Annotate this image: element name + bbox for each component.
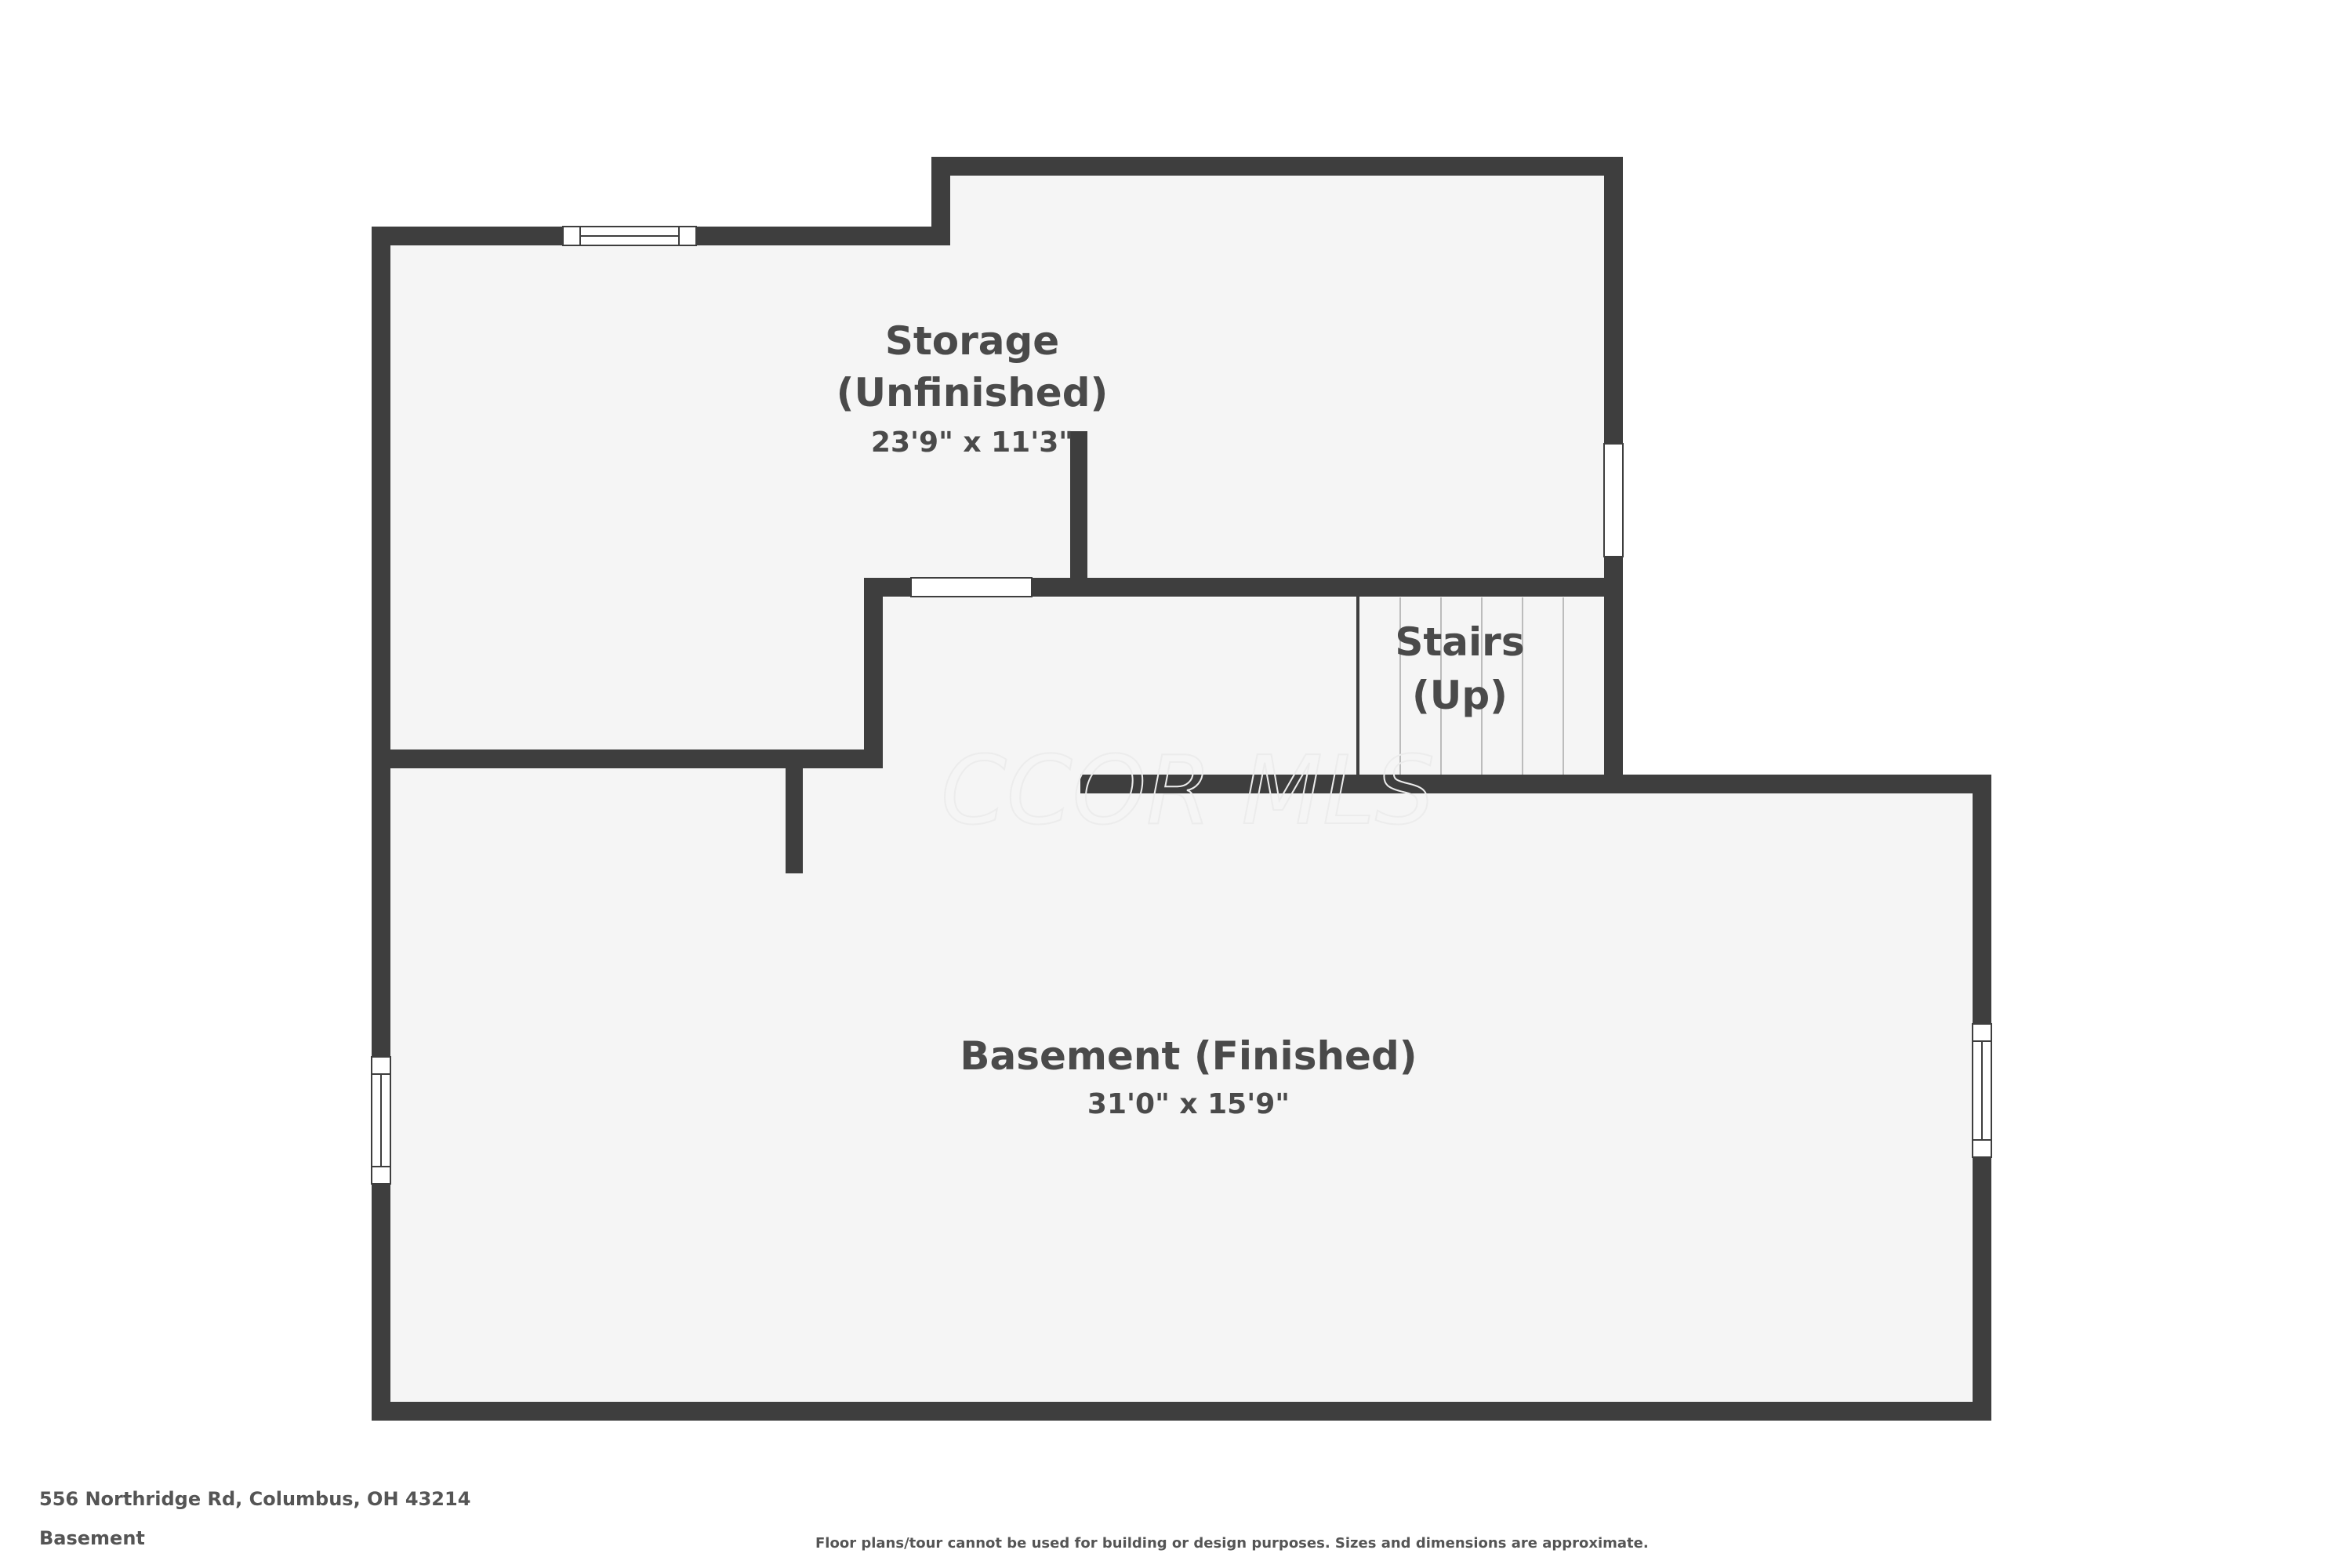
wall-basement-top bbox=[1080, 775, 1991, 793]
storage-dimensions: 23'9" x 11'3" bbox=[871, 426, 1073, 459]
wall-top-right bbox=[931, 157, 1623, 176]
wall-stub bbox=[786, 759, 803, 873]
walls bbox=[372, 157, 1991, 1421]
stairs-area-floor bbox=[883, 597, 1606, 776]
storage-floor bbox=[389, 176, 1606, 750]
basement-floor bbox=[389, 768, 1972, 1402]
wall-stairs-left bbox=[1356, 597, 1359, 776]
stairs-name-line1: Stairs bbox=[1395, 619, 1524, 665]
stair-treads bbox=[1399, 597, 1564, 775]
storage-name-line2: (Unfinished) bbox=[837, 370, 1109, 416]
storage-name-line1: Storage bbox=[885, 318, 1059, 364]
wall-storage-bottom-b bbox=[1032, 578, 1623, 597]
window-top bbox=[562, 226, 697, 246]
basement-dimensions: 31'0" x 15'9" bbox=[1087, 1088, 1290, 1120]
wall-inner-horizontal bbox=[372, 750, 883, 768]
wall-inner-vertical bbox=[864, 578, 883, 768]
basement-name: Basement (Finished) bbox=[960, 1033, 1417, 1079]
window-right-upper bbox=[1603, 443, 1624, 557]
disclaimer: Floor plans/tour cannot be used for buil… bbox=[815, 1535, 1649, 1552]
window-right-lower bbox=[1972, 1023, 1992, 1158]
floor-name: Basement bbox=[39, 1527, 145, 1549]
wall-bottom bbox=[372, 1402, 1991, 1421]
window-left bbox=[371, 1056, 391, 1185]
watermark: CCOR MLS bbox=[941, 737, 1435, 846]
wall-right-upper-a bbox=[1604, 157, 1623, 444]
doorway-opening bbox=[910, 577, 1033, 597]
wall-storage-partition bbox=[1070, 431, 1087, 596]
stairs-name-line2: (Up) bbox=[1412, 673, 1508, 718]
wall-left bbox=[372, 227, 390, 1421]
property-address: 556 Northridge Rd, Columbus, OH 43214 bbox=[39, 1488, 471, 1510]
